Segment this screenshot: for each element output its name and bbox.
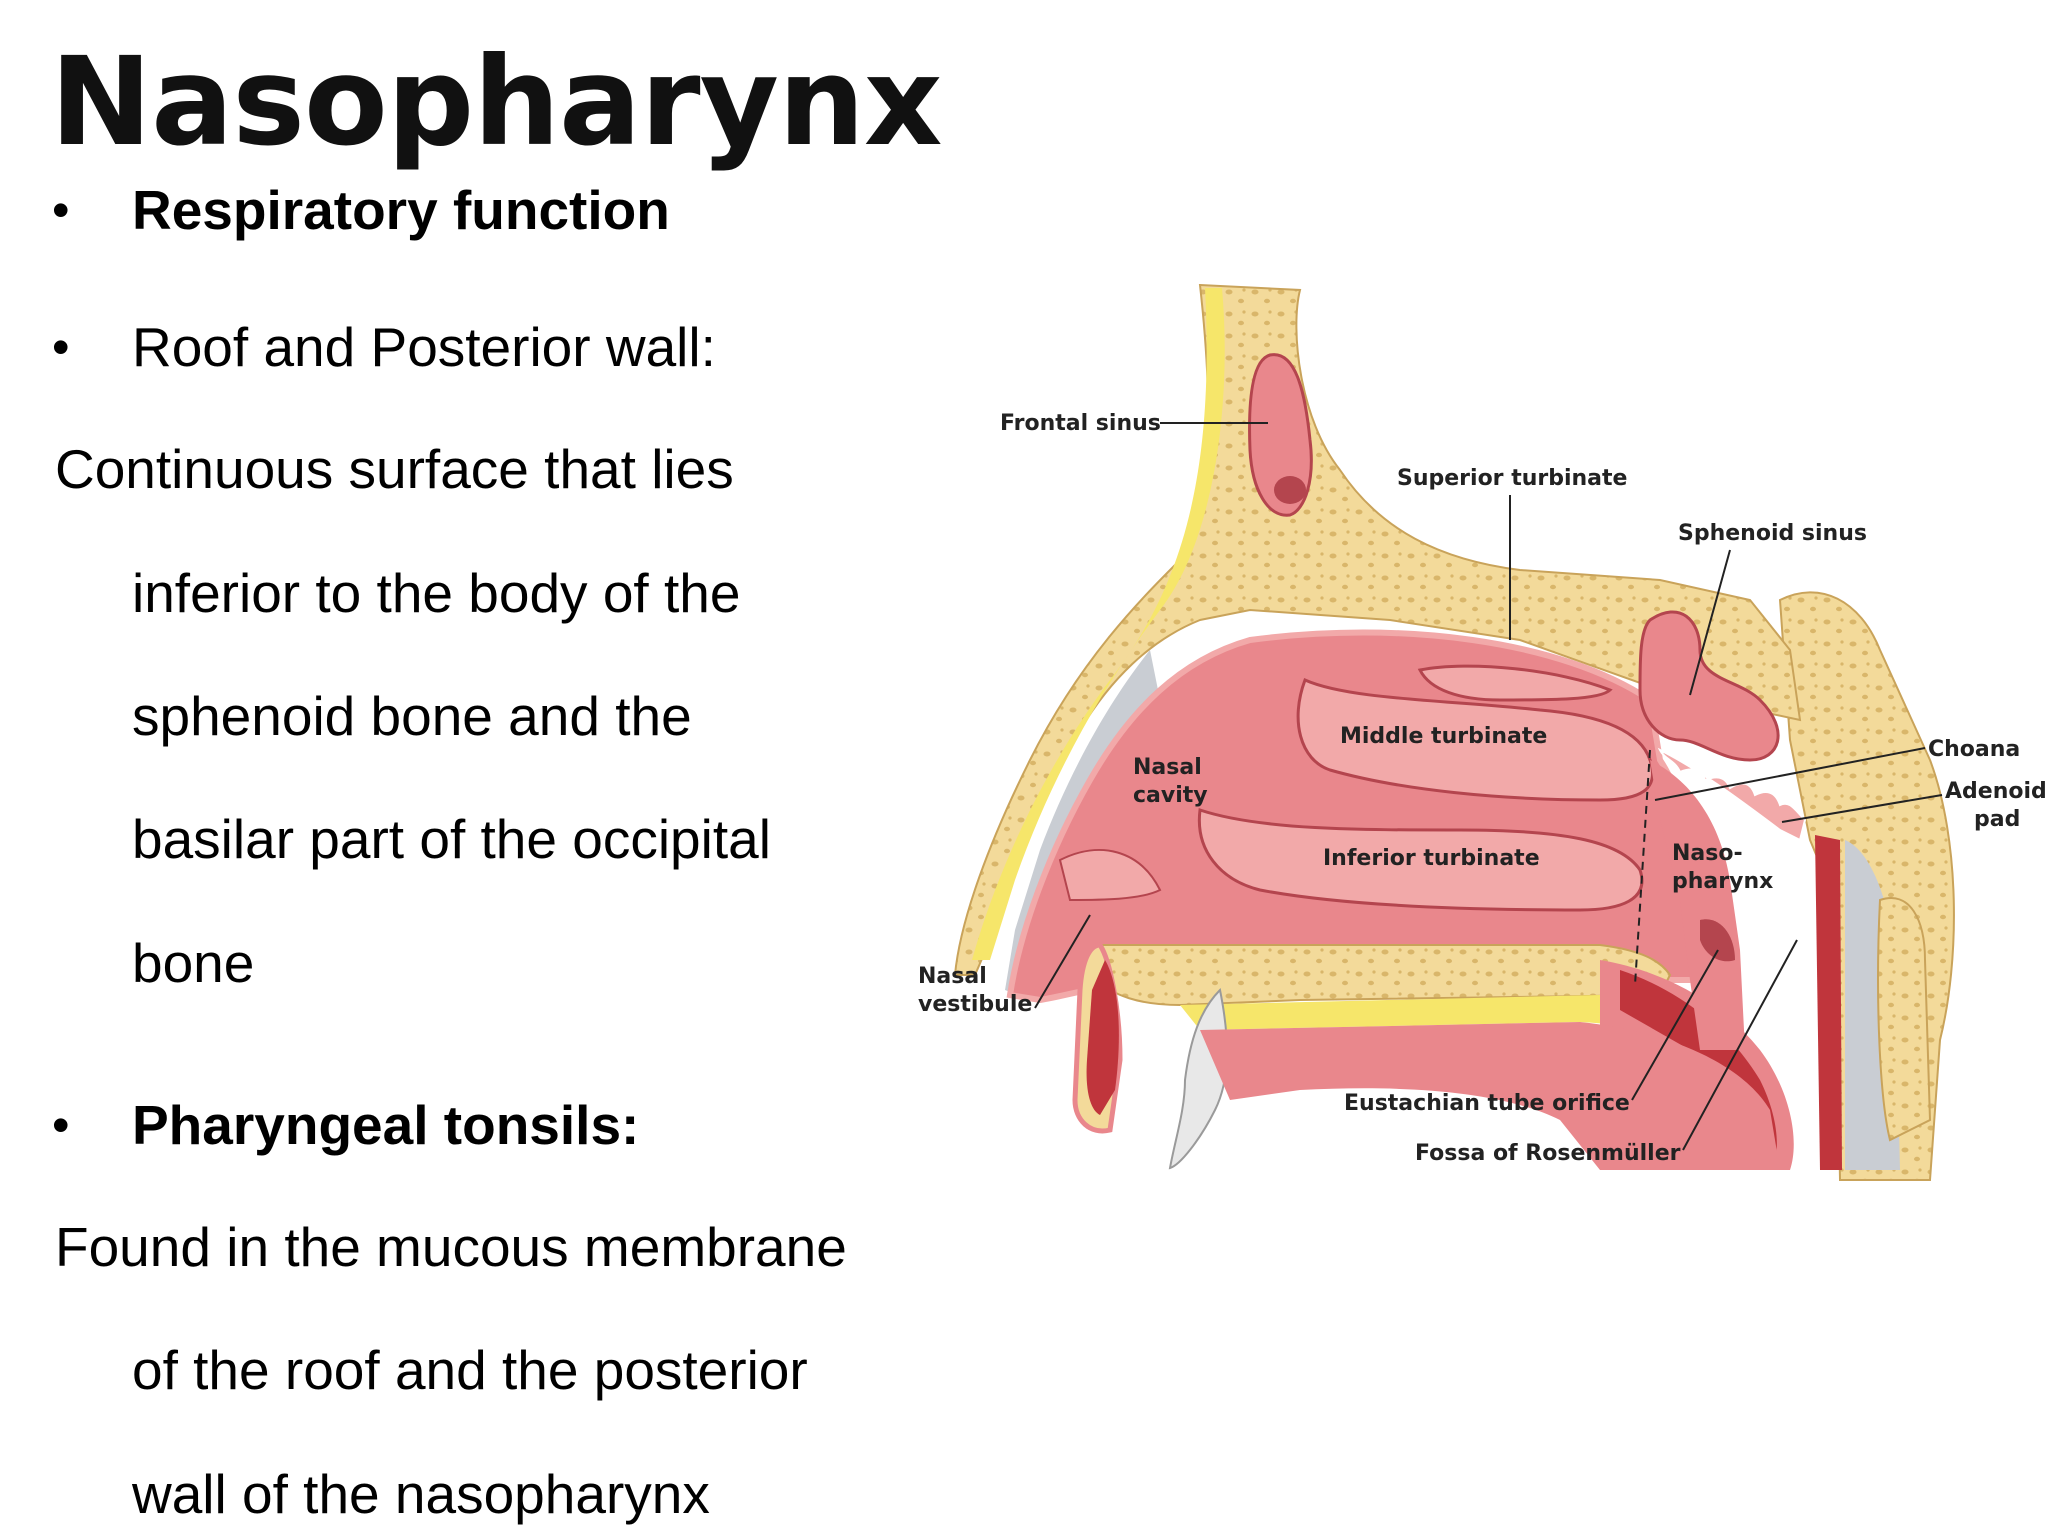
label-sphenoid-sinus: Sphenoid sinus [1678, 521, 1867, 546]
label-nasopharynx: pharynx [1672, 869, 1773, 894]
soft-palate-muscle [1620, 970, 1777, 1160]
label-nasal-vestibule: Nasal [918, 964, 987, 989]
label-frontal-sinus: Frontal sinus [1000, 411, 1161, 436]
bullet-marker: • [52, 182, 70, 238]
superior-turbinate-shape [1417, 664, 1613, 702]
pharyngeal-tonsils-heading: Pharyngeal tonsils: [132, 1094, 640, 1156]
nasal-vestibule-fold [1058, 849, 1162, 902]
label-eustachian-tube-orifice: Eustachian tube orifice [1344, 1091, 1630, 1116]
tonsils-description-line: wall of the nasopharynx [132, 1463, 710, 1525]
middle-turbinate-shape [1296, 677, 1654, 802]
label-adenoid-pad: pad [1974, 807, 2020, 832]
label-nasal-vestibule: vestibule [918, 992, 1032, 1017]
label-fossa-of-rosenmuller: Fossa of Rosenmüller [1415, 1141, 1681, 1166]
label-nasal-cavity: cavity [1133, 783, 1208, 808]
nasopharynx-region [1650, 760, 1745, 1050]
tonsils-description-line: of the roof and the posterior [132, 1339, 808, 1401]
lower-mucosa-shape [1200, 1022, 1780, 1170]
label-inferior-turbinate: Inferior turbinate [1323, 846, 1540, 871]
label-nasal-cavity: Nasal [1133, 755, 1202, 780]
bullet-marker: • [52, 1097, 70, 1153]
label-choana: Choana [1928, 737, 2020, 762]
nasopharynx-anatomy-diagram: Frontal sinus Superior turbinate Sphenoi… [918, 283, 2047, 1181]
choana-dashed-line [1634, 749, 1651, 986]
roof-wall-heading: Roof and Posterior wall: [132, 316, 716, 378]
adenoid-pad-shape [1657, 747, 1807, 842]
label-nasopharynx: Naso- [1672, 841, 1743, 866]
label-superior-turbinate: Superior turbinate [1397, 466, 1627, 491]
sphenoid-sinus-shape [1638, 610, 1780, 762]
vertebra-shape [1877, 897, 1932, 1142]
roof-description-line: Continuous surface that lies [55, 438, 734, 500]
nasal-fat-strip [972, 288, 1225, 960]
eustachian-tube-orifice-shape [1700, 919, 1735, 962]
tonsils-description-line: Found in the mucous membrane [55, 1216, 847, 1278]
pharyngeal-muscle-shape [1815, 835, 1842, 1170]
label-adenoid-pad: Adenoid [1945, 779, 2047, 804]
bullet-marker: • [52, 319, 70, 375]
roof-description-line: inferior to the body of the [132, 562, 741, 624]
label-middle-turbinate: Middle turbinate [1340, 724, 1547, 749]
roof-description-line: bone [132, 932, 255, 994]
roof-description-line: sphenoid bone and the [132, 685, 692, 747]
lip-muscle-shape [1086, 960, 1119, 1115]
inferior-turbinate-shape [1197, 807, 1644, 912]
page-title: Nasopharynx [50, 31, 943, 173]
frontal-sinus-shape [1248, 353, 1313, 517]
roof-description-line: basilar part of the occipital [132, 808, 771, 870]
respiratory-function-heading: Respiratory function [132, 179, 670, 241]
